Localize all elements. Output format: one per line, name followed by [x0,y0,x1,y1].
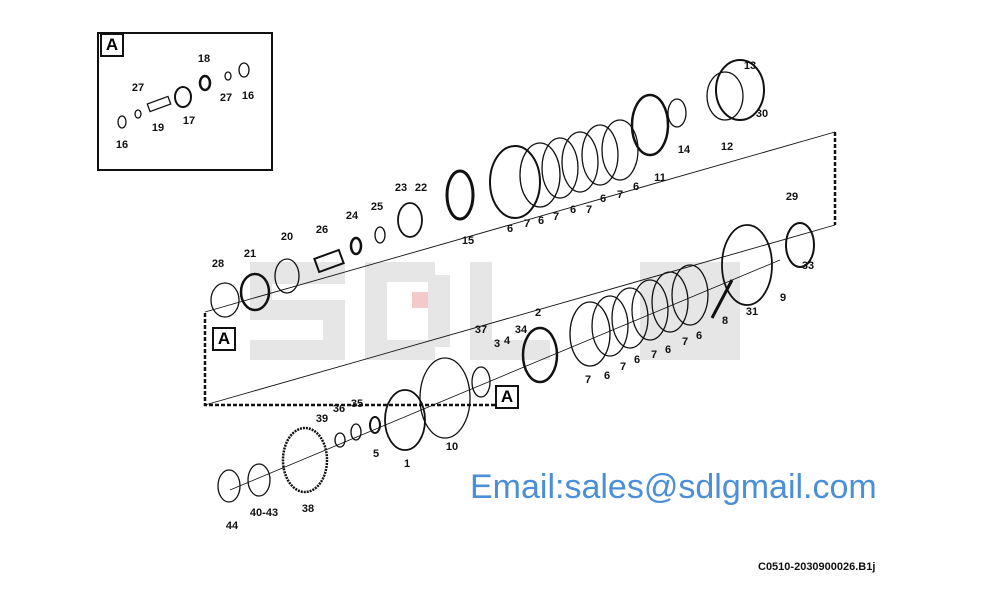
part-label: 27 [219,92,233,104]
part-label: 8 [721,315,729,327]
part-label: 7 [619,361,627,373]
part-label: 1 [403,458,411,470]
part-label: 9 [779,292,787,304]
part-label: 37 [474,324,488,336]
part-label: 35 [350,398,364,410]
part-label: 14 [677,144,691,156]
part-label: 36 [332,403,346,415]
part-label: 40-43 [249,507,279,519]
inset-frame [97,32,273,171]
part-label: 6 [537,215,545,227]
part-label: 6 [664,344,672,356]
part-label: 6 [603,370,611,382]
part-label: 7 [616,189,624,201]
part-label: 10 [445,441,459,453]
part-label: 7 [552,211,560,223]
part-label: 6 [599,193,607,205]
part-label: 16 [241,90,255,102]
callout-a: A [495,385,519,409]
part-label: 18 [197,53,211,65]
part-label: 23 [394,182,408,194]
part-label: 15 [461,235,475,247]
logo-watermark [250,262,740,360]
part-label: 29 [785,191,799,203]
callout-a: A [212,327,236,351]
part-label: 7 [584,374,592,386]
part-label: 27 [131,82,145,94]
watermark-text: Email:sales@sdlgmail.com [470,468,877,506]
part-label: 17 [182,115,196,127]
part-label: 7 [681,336,689,348]
part-label: 34 [514,324,528,336]
part-label: 22 [414,182,428,194]
part-label: 7 [585,204,593,216]
part-label: 6 [633,354,641,366]
part-label: 2 [534,307,542,319]
part-label: 24 [345,210,359,222]
part-label: 21 [243,248,257,260]
part-label: 13 [743,60,757,72]
part-label: 6 [632,181,640,193]
part-label: 28 [211,258,225,270]
part-label: 39 [315,413,329,425]
part-label: 6 [506,223,514,235]
part-label: 25 [370,201,384,213]
part-label: 38 [301,503,315,515]
part-label: 16 [115,139,129,151]
part-label: 44 [225,520,239,532]
part-label: 19 [151,122,165,134]
part-label: 6 [569,204,577,216]
drawing-code: C0510-2030900026.B1j [758,561,876,573]
part-label: 20 [280,231,294,243]
part-label: 4 [503,335,511,347]
part-label: 5 [372,448,380,460]
part-label: 7 [523,218,531,230]
part-label: 11 [654,172,666,184]
part-label: 7 [650,349,658,361]
part-label: 30 [755,108,769,120]
part-label: 33 [801,260,815,272]
part-label: 6 [695,330,703,342]
part-label: 12 [720,141,734,153]
part-label: 3 [493,338,501,350]
inset-title: A [100,33,124,57]
part-label: 31 [745,306,759,318]
part-label: 26 [315,224,329,236]
